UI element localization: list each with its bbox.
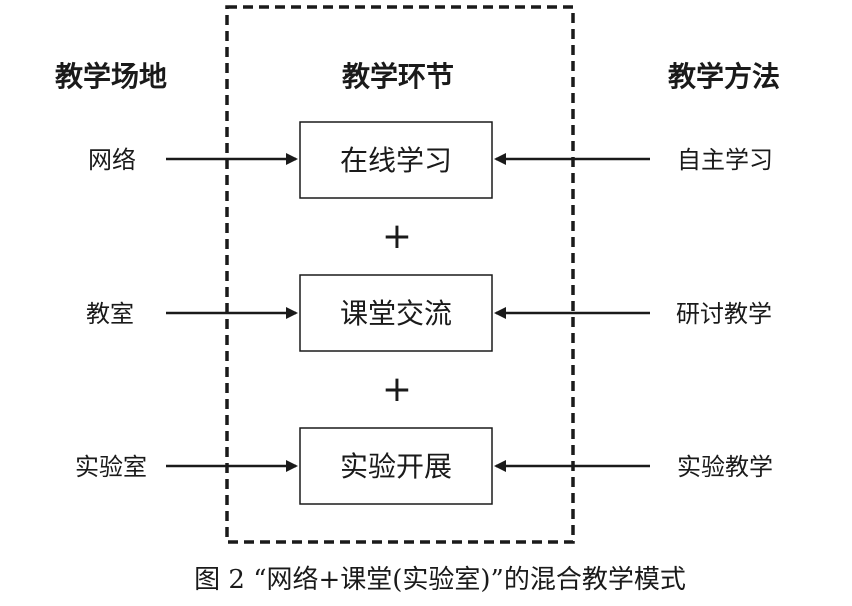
place-label: 实验室 [75, 453, 147, 481]
figure-caption: 图 2 “网络+课堂(实验室)”的混合教学模式 [194, 565, 686, 595]
header-method: 教学方法 [668, 60, 780, 93]
stage-label: 实验开展 [340, 450, 452, 483]
header-place: 教学场地 [55, 60, 167, 93]
place-label: 网络 [88, 146, 136, 174]
stage-box [299, 427, 493, 505]
method-label: 研讨教学 [676, 300, 772, 328]
plus-connector: + [382, 216, 412, 257]
method-label: 自主学习 [677, 146, 773, 174]
stage-label: 在线学习 [340, 144, 452, 177]
stage-label: 课堂交流 [340, 297, 452, 330]
method-label: 实验教学 [677, 453, 773, 481]
stage-group-frame [225, 5, 575, 544]
stage-box [299, 121, 493, 199]
stage-box [299, 274, 493, 352]
header-stage: 教学环节 [342, 60, 454, 93]
place-label: 教室 [86, 300, 134, 328]
plus-connector: + [382, 369, 412, 410]
